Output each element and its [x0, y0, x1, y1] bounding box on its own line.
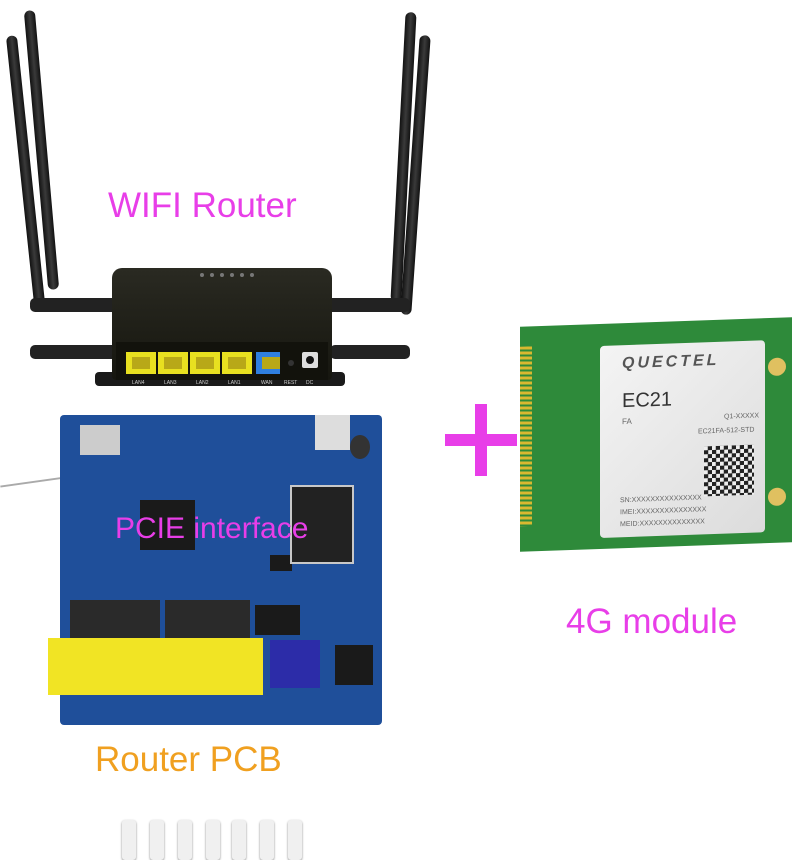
router-body: LAN4 LAN3 LAN2 LAN1 WAN REST DC [112, 268, 332, 386]
router-pcb-image [0, 400, 440, 860]
plus-icon [445, 404, 517, 476]
router-pcb-label: Router PCB [95, 740, 282, 779]
lan3-port [158, 352, 188, 374]
module-imei: IMEI:XXXXXXXXXXXXXXX [620, 506, 707, 517]
module-sn: SN:XXXXXXXXXXXXXXX [620, 494, 702, 505]
yellow-ethernet-ports [48, 638, 263, 695]
port-label: LAN3 [164, 380, 177, 386]
lan1-port [222, 352, 252, 374]
module-variant: FA [622, 416, 632, 427]
port-label: DC [306, 380, 314, 386]
lan2-port [190, 352, 220, 374]
4g-module-image: QUECTEL EC21 FA Q1-XXXXX EC21FA-512-STD … [520, 317, 792, 552]
pcie-slot[interactable] [290, 485, 354, 564]
wifi-router-label: WIFI Router [108, 186, 297, 225]
module-code2: EC21FA-512-STD [698, 426, 755, 436]
port-label: LAN4 [132, 380, 145, 386]
module-code1: Q1-XXXXX [724, 412, 760, 421]
blue-wan-port [270, 640, 320, 688]
module-model: EC21 [622, 388, 673, 413]
lan4-port [126, 352, 156, 374]
port-label: LAN2 [196, 380, 209, 386]
port-label: WAN [261, 380, 273, 386]
wifi-router-image: LAN4 LAN3 LAN2 LAN1 WAN REST DC [0, 0, 440, 400]
4g-module-label: 4G module [566, 602, 738, 641]
port-label: LAN1 [228, 380, 241, 386]
pcie-interface-label: PCIE interface [115, 512, 309, 545]
port-label: REST [284, 380, 298, 386]
module-meid: MEID:XXXXXXXXXXXXXX [620, 518, 705, 529]
module-shield: QUECTEL EC21 FA Q1-XXXXX EC21FA-512-STD … [600, 340, 765, 538]
qr-code [704, 444, 754, 497]
module-brand: QUECTEL [622, 351, 720, 373]
wan-port [256, 352, 280, 374]
